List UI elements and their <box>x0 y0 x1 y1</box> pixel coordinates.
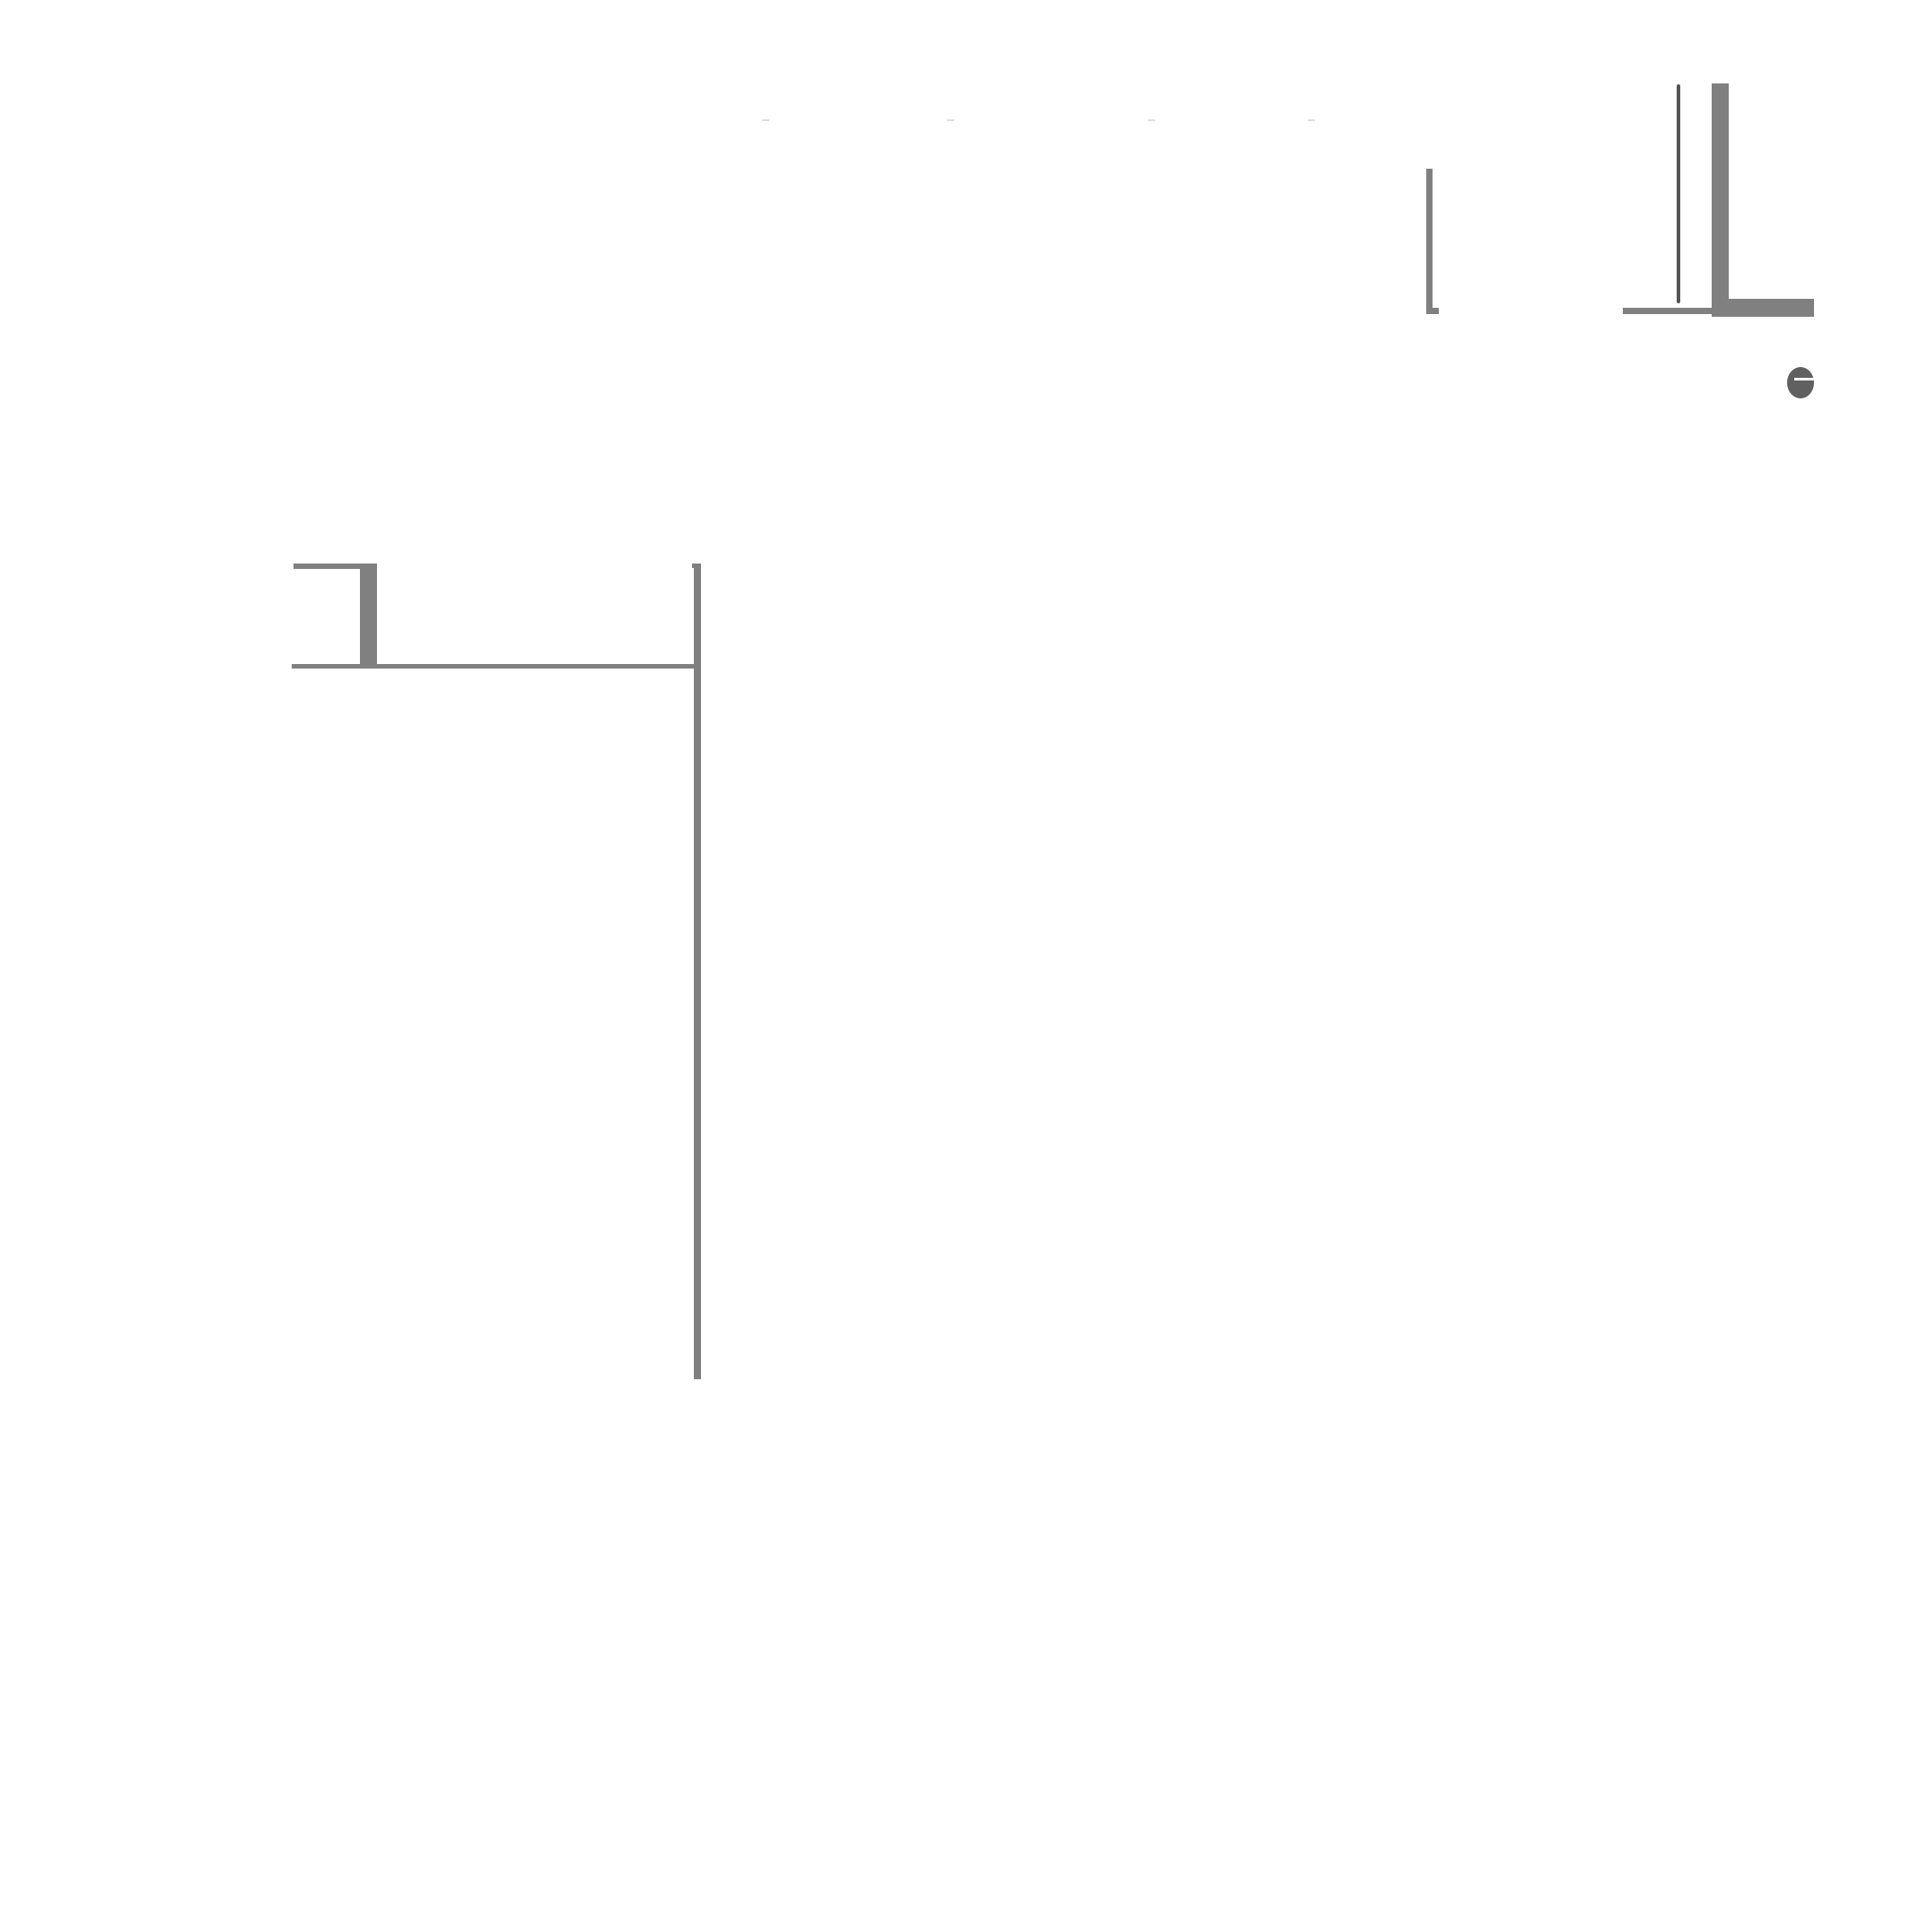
fragment-vertical-left <box>1426 169 1433 314</box>
fragment-thick-horizontal <box>1729 299 1814 317</box>
faint-mark-2 <box>947 119 954 121</box>
divider-line-dark <box>1677 84 1680 303</box>
fragment-thick-vertical <box>1712 83 1729 317</box>
fragment-top-bar <box>294 564 377 569</box>
faint-mark-4 <box>1308 119 1315 121</box>
faint-mark-3 <box>1148 119 1155 121</box>
fragment-stem <box>360 564 377 669</box>
glyph-icon <box>1787 367 1814 398</box>
fragment-horizontal-bar <box>1623 308 1713 314</box>
fragment-long-horizontal <box>292 664 700 669</box>
fragment-long-vertical <box>694 564 701 1379</box>
faint-mark-1 <box>762 119 769 121</box>
fragment-foot-left <box>1426 308 1439 314</box>
